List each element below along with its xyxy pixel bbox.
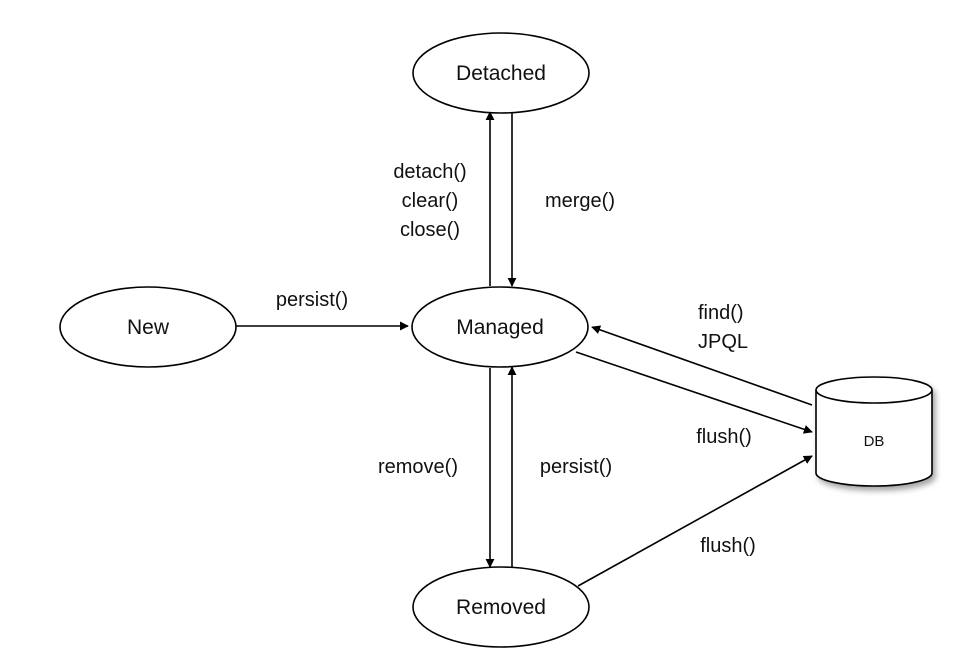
edge-db-to-managed (591, 325, 813, 406)
label-detach: detach() (393, 161, 466, 183)
node-db (815, 376, 933, 487)
node-detached-label: Detached (456, 62, 546, 85)
node-new: New (59, 286, 237, 368)
node-removed: Removed (412, 566, 590, 648)
node-managed-label: Managed (456, 316, 544, 339)
node-managed: Managed (411, 286, 589, 368)
node-removed-label: Removed (456, 596, 546, 619)
label-flush-managed: flush() (696, 426, 752, 448)
node-new-label: New (127, 316, 170, 339)
label-remove: remove() (378, 456, 458, 478)
label-flush-removed: flush() (700, 535, 756, 557)
node-db-label: DB (864, 433, 885, 450)
label-merge: merge() (545, 190, 615, 212)
label-jpql: JPQL (698, 331, 748, 353)
db-cylinder-icon (815, 390, 933, 487)
edge-removed-to-db (577, 455, 813, 587)
edge-managed-to-db (575, 351, 813, 434)
node-detached: Detached (412, 32, 590, 114)
label-new-to-managed: persist() (276, 289, 348, 311)
label-find: find() (698, 302, 744, 324)
label-clear: clear() (402, 190, 459, 212)
label-close: close() (400, 219, 460, 241)
label-persist-back: persist() (540, 456, 612, 478)
